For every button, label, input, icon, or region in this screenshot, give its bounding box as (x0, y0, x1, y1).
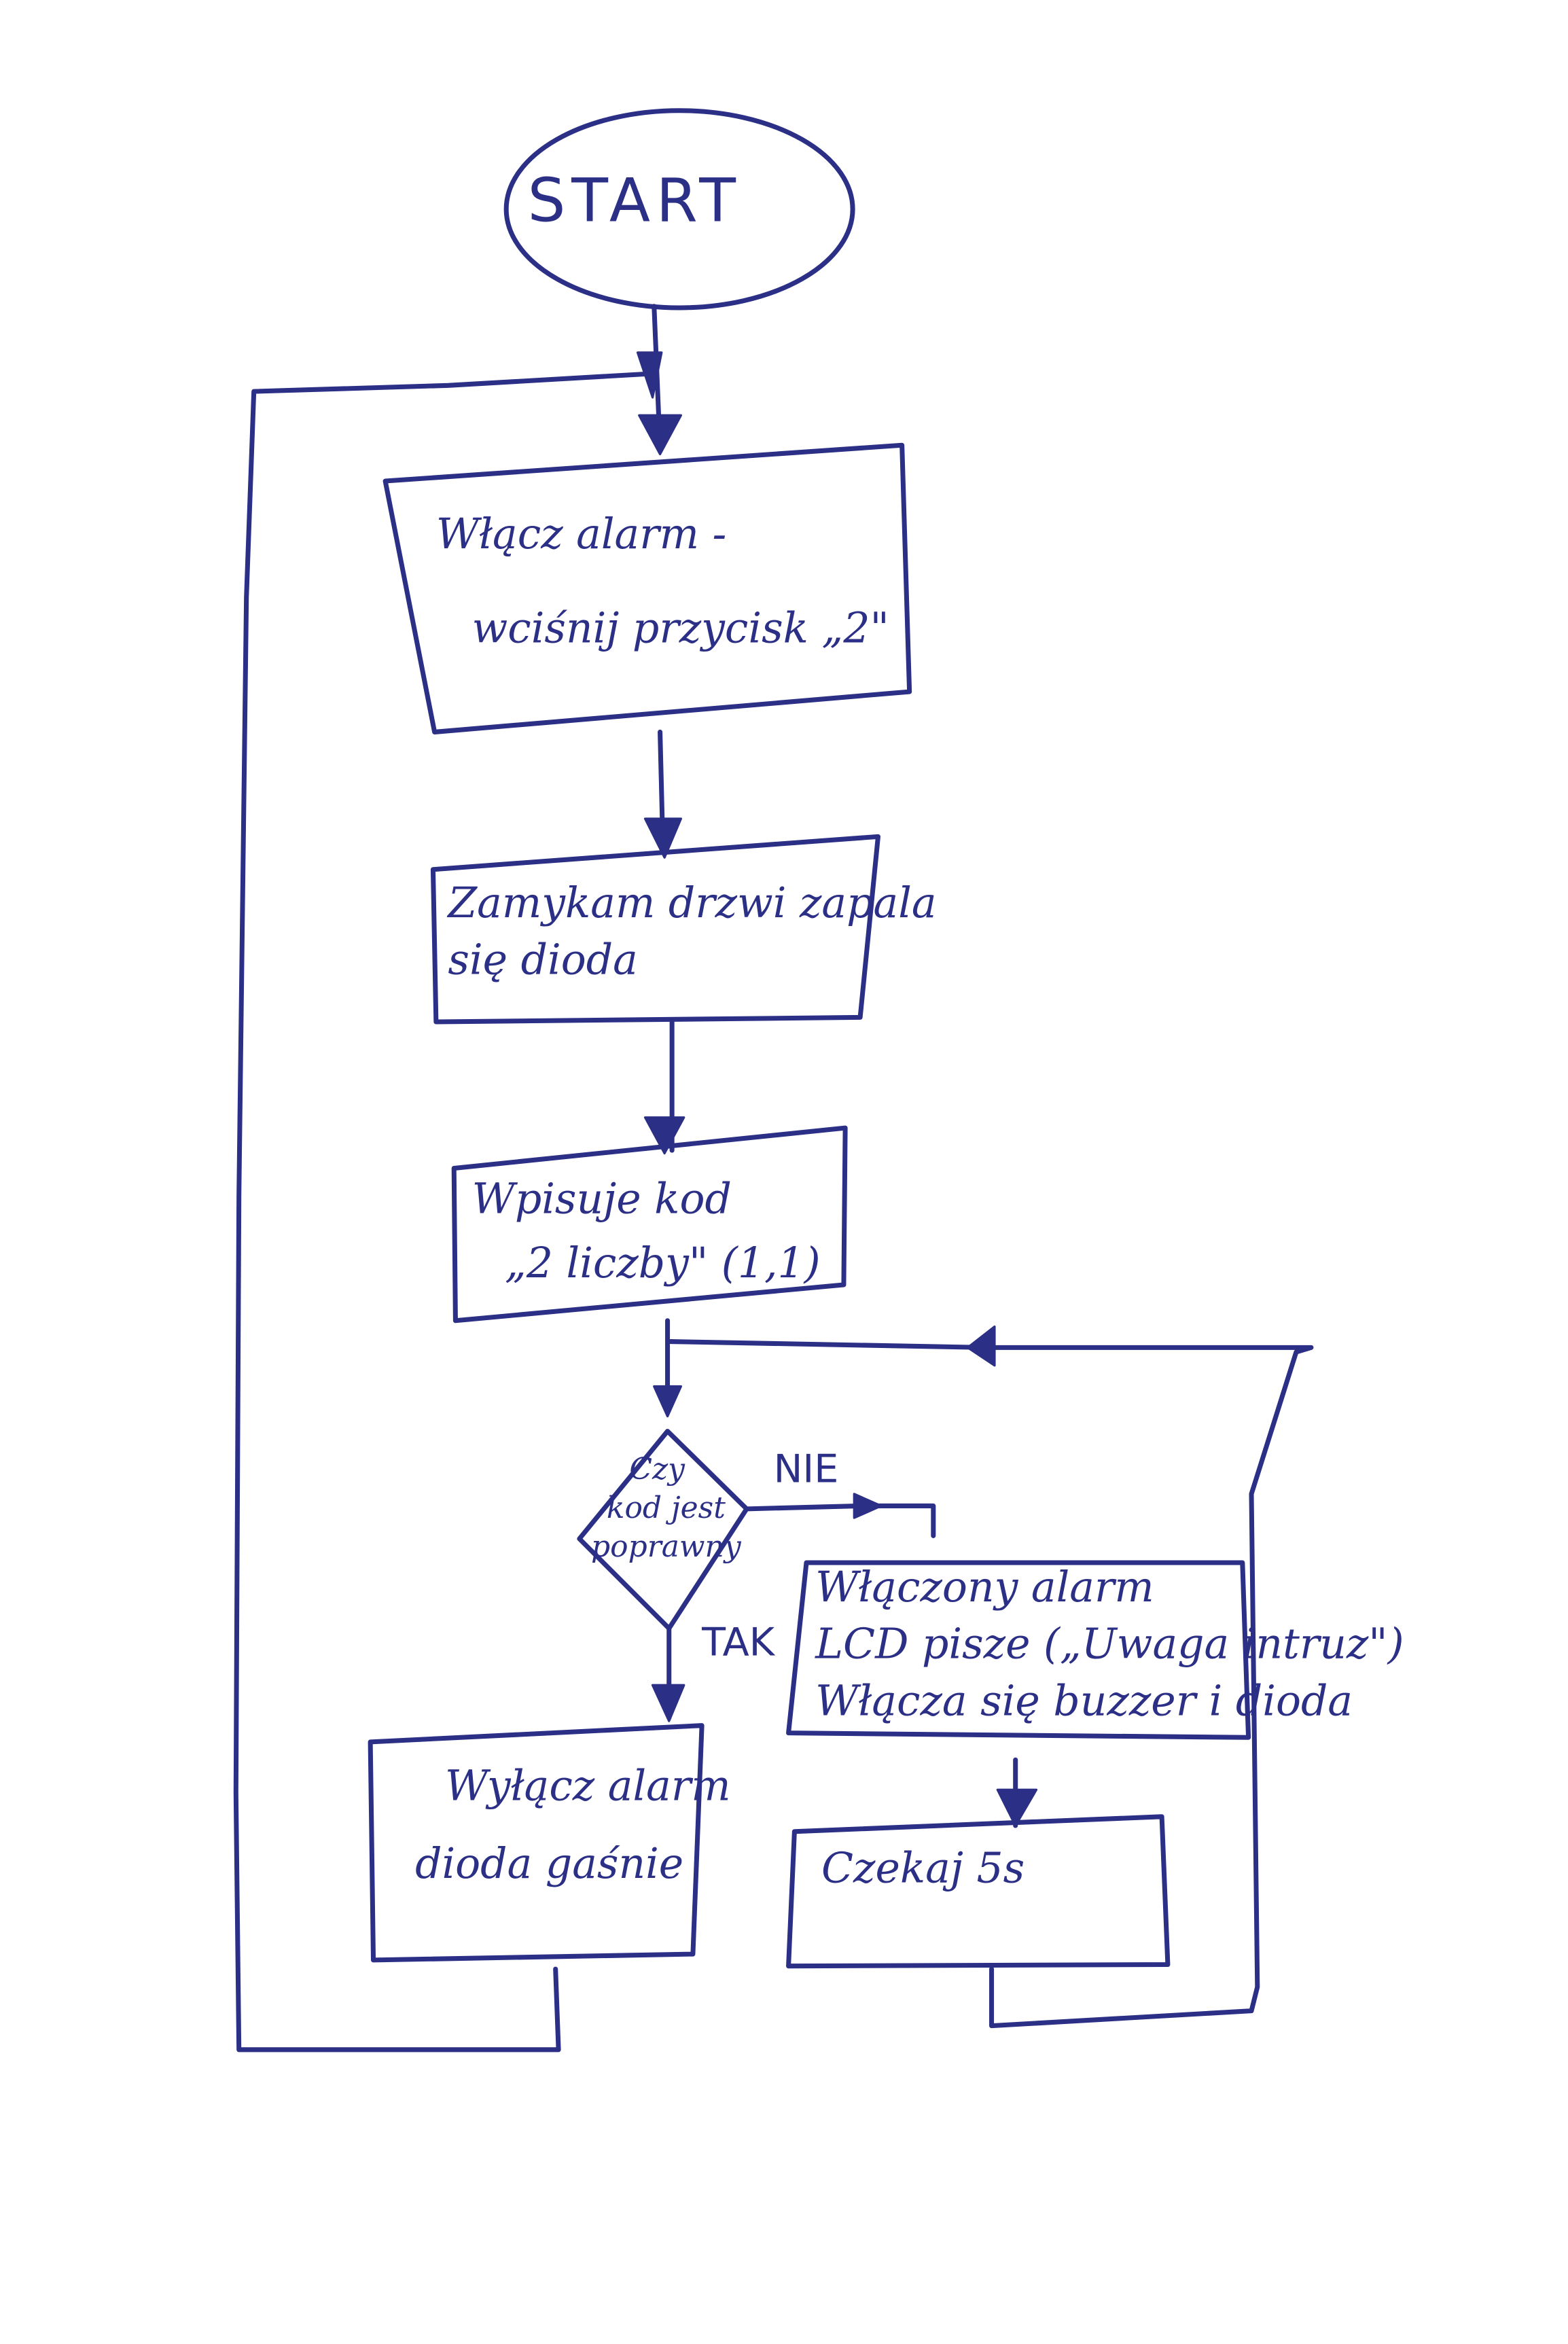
branch-yes-label: TAK (701, 1620, 776, 1665)
step2-box (430, 834, 880, 1025)
start-node (503, 108, 855, 310)
step1-box (382, 442, 912, 734)
step2-arrowhead (643, 817, 682, 859)
step1-arrowhead (638, 414, 682, 456)
wait-box (786, 1814, 1171, 1969)
off-box (368, 1723, 705, 1963)
loop-right-arrowhead (966, 1325, 996, 1367)
alarm-line3: Włącza się buzzer i dioda (815, 1676, 1353, 1725)
step2-line2: się dioda (448, 936, 637, 984)
alarm-line1: Włączony alarm (815, 1563, 1154, 1612)
alarm-box (786, 1560, 1251, 1740)
step3-line2: „2 liczby" (1,1) (505, 1239, 821, 1288)
branch-no-label: NIE (774, 1446, 839, 1491)
decision-line1: Czy (629, 1452, 685, 1487)
step1-line1: Włącz alarm - (436, 510, 727, 558)
edge-loop-back-right (668, 1339, 1314, 2029)
decision-line3: poprawny (591, 1529, 742, 1564)
branch-no-arrowhead (853, 1493, 883, 1519)
off-line1: Wyłącz alarm (445, 1762, 731, 1811)
wait-arrowhead (996, 1788, 1038, 1827)
step1-line2: wciśnij przycisk „2" (472, 603, 889, 652)
step3-arrowhead (643, 1116, 685, 1155)
off-line2: dioda gaśnie (415, 1839, 683, 1888)
wait-line1: Czekaj 5s (821, 1844, 1024, 1893)
edge-loop-back-left (233, 371, 657, 2053)
step3-line1: Wpisuje kod (472, 1174, 732, 1223)
off-arrowhead (651, 1684, 685, 1722)
step2-line1: Zamykam drzwi zapala (446, 878, 936, 927)
edge-decision-no (744, 1503, 936, 1538)
step3-box (451, 1125, 848, 1324)
alarm-line2: LCD pisze („Uwaga intruz") (815, 1620, 1404, 1669)
decision-arrowhead (653, 1385, 682, 1418)
start-label: START (528, 165, 742, 235)
decision-line2: kod jest (607, 1491, 726, 1525)
